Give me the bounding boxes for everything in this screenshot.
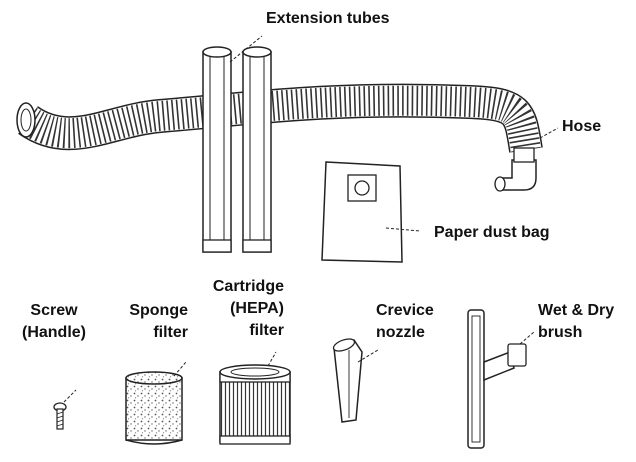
hose: [16, 83, 559, 192]
extension-tube-right: [242, 46, 272, 253]
sponge-filter: [125, 361, 187, 445]
crevice-nozzle: [332, 338, 379, 423]
label-crevice-nozzle: Crevice nozzle: [376, 302, 434, 341]
label-sponge-filter: Sponge filter: [129, 302, 188, 341]
label-paper-dust-bag: Paper dust bag: [434, 224, 550, 241]
label-extension-tubes: Extension tubes: [266, 10, 390, 27]
wet-dry-brush: [467, 309, 535, 449]
label-wet-dry-brush: Wet & Dry brush: [538, 302, 615, 341]
label-cartridge-hepa-filter: Cartridge (HEPA) filter: [212, 278, 284, 339]
label-screw-handle: Screw (Handle): [22, 302, 86, 341]
extension-tubes: [202, 35, 272, 253]
paper-dust-bag: [321, 161, 421, 263]
cartridge-filter: [219, 351, 291, 445]
label-hose: Hose: [562, 118, 602, 135]
extension-tube-left: [202, 46, 232, 253]
screw: [53, 389, 77, 430]
